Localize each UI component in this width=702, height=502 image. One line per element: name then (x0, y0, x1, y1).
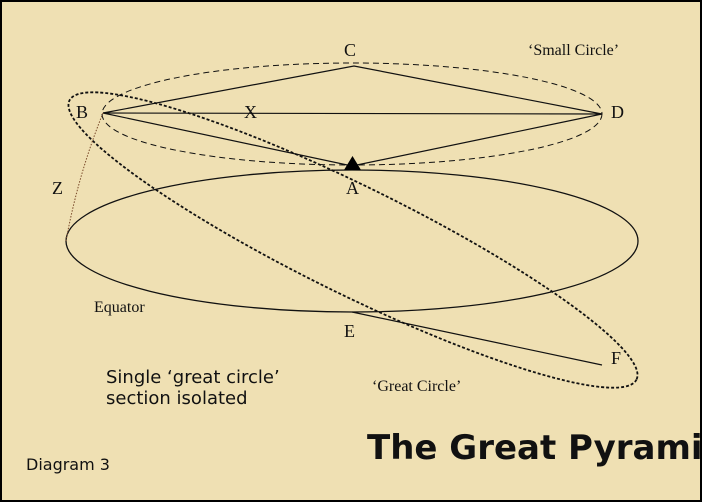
point-label-z: Z (52, 178, 63, 198)
great-circle-label: ‘Great Circle’ (372, 378, 461, 395)
point-label-b: B (76, 102, 88, 122)
point-label-x: X (244, 102, 257, 122)
diagram-number: Diagram 3 (26, 455, 110, 474)
equator-label: Equator (94, 299, 145, 316)
point-label-e: E (344, 321, 355, 341)
caption-line-1: Single ‘great circle’ (106, 367, 280, 388)
diagram-title: The Great Pyramid (367, 428, 702, 468)
line-b-d (102, 112, 603, 115)
caption-line-2: section isolated (106, 388, 248, 409)
meridian-arc-z (65, 112, 104, 242)
point-label-d: D (611, 102, 624, 122)
pyramid-icon (344, 156, 361, 170)
great-circle-ellipse (67, 91, 639, 389)
point-label-a: A (346, 178, 359, 198)
line-e-f (351, 311, 603, 366)
small-circle-label: ‘Small Circle’ (528, 42, 619, 59)
point-label-f: F (611, 348, 621, 368)
point-label-c: C (344, 40, 356, 60)
